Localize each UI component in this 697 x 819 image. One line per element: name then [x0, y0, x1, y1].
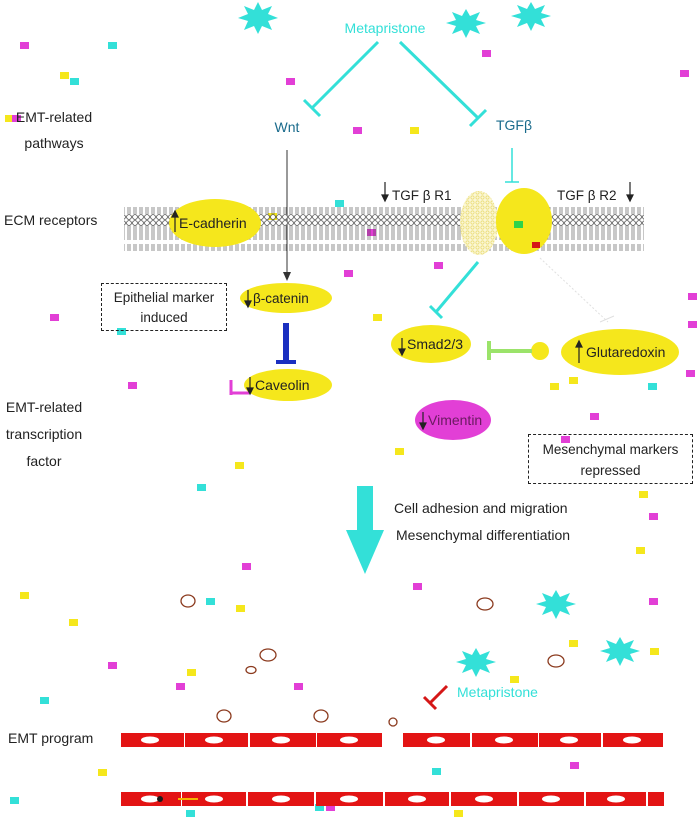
tgfbr2-receptor: [496, 188, 552, 254]
outcome-line-1: Cell adhesion and migration: [394, 500, 568, 516]
metapristone-bottom-label: Metapristone: [457, 684, 538, 700]
r2-marker-green: [514, 221, 523, 228]
ecadherin-node: [169, 199, 261, 247]
outcome-line-2: Mesenchymal differentiation: [396, 527, 570, 543]
migrating-cells: [180, 594, 565, 727]
epithelial-box-line-2: induced: [140, 310, 188, 325]
dotted-connector: [539, 257, 609, 323]
cell-row-bottom: [121, 792, 664, 806]
tf-label-line-3: factor: [26, 453, 62, 469]
mesenchymal-marker-box: Mesenchymal markers repressed: [528, 434, 693, 484]
tf-label: EMT-related transcription factor: [0, 394, 88, 475]
starburst-icon: [238, 2, 640, 677]
ecadherin-label: E-cadherin: [179, 215, 247, 231]
wnt-label: Wnt: [275, 119, 300, 135]
inhibition-arrow-icon: [229, 380, 249, 395]
tf-label-line-2: transcription: [5, 426, 83, 442]
r2-marker-red: [532, 242, 540, 248]
smad-node: [391, 325, 471, 363]
pathways-label: EMT-related pathways: [4, 104, 104, 156]
pathways-label-line-2: pathways: [24, 135, 84, 151]
smad-label: Smad2/3: [407, 336, 463, 352]
inhibition-arrow-icon: [487, 341, 549, 360]
glutaredoxin-node: [561, 329, 679, 375]
vimentin-label: Vimentin: [428, 412, 482, 428]
tf-label-line-1: EMT-related: [5, 399, 83, 415]
cell-row-top: [121, 733, 663, 747]
large-down-arrow-icon: [346, 486, 384, 574]
bcatenin-label: β-catenin: [253, 291, 309, 306]
tgfbr2-label: TGF β R2: [557, 188, 617, 203]
ecm-label: ECM receptors: [4, 212, 98, 228]
caveolin-label: Caveolin: [255, 377, 309, 393]
glutaredoxin-label: Glutaredoxin: [586, 344, 665, 360]
inhibition-arrow-icon: [276, 323, 296, 364]
inhibition-arrow-icon: [302, 40, 519, 320]
vimentin-node: [415, 400, 491, 440]
epithelial-marker-box: Epithelial marker induced: [101, 283, 227, 331]
tgfbr1-label: TGF β R1: [392, 188, 452, 203]
pathways-label-line-1: EMT-related: [15, 109, 93, 125]
epithelial-box-line-1: Epithelial marker: [113, 290, 215, 305]
up-arrow-icon: [171, 209, 583, 363]
metapristone-top-label: Metapristone: [345, 20, 426, 36]
emt-program-label: EMT program: [8, 730, 94, 746]
mesenchymal-box-line-1: Mesenchymal markers: [542, 442, 679, 457]
bcatenin-node: [240, 283, 332, 313]
mesenchymal-box-line-2: repressed: [580, 463, 641, 478]
background-confetti: [5, 42, 697, 817]
tgfb-label: TGFβ: [496, 117, 532, 133]
inhibition-arrow-icon: [422, 684, 449, 711]
down-arrow-icon: [244, 182, 634, 431]
glutaredoxin-tick: [599, 315, 615, 323]
caveolin-node: [244, 369, 332, 401]
